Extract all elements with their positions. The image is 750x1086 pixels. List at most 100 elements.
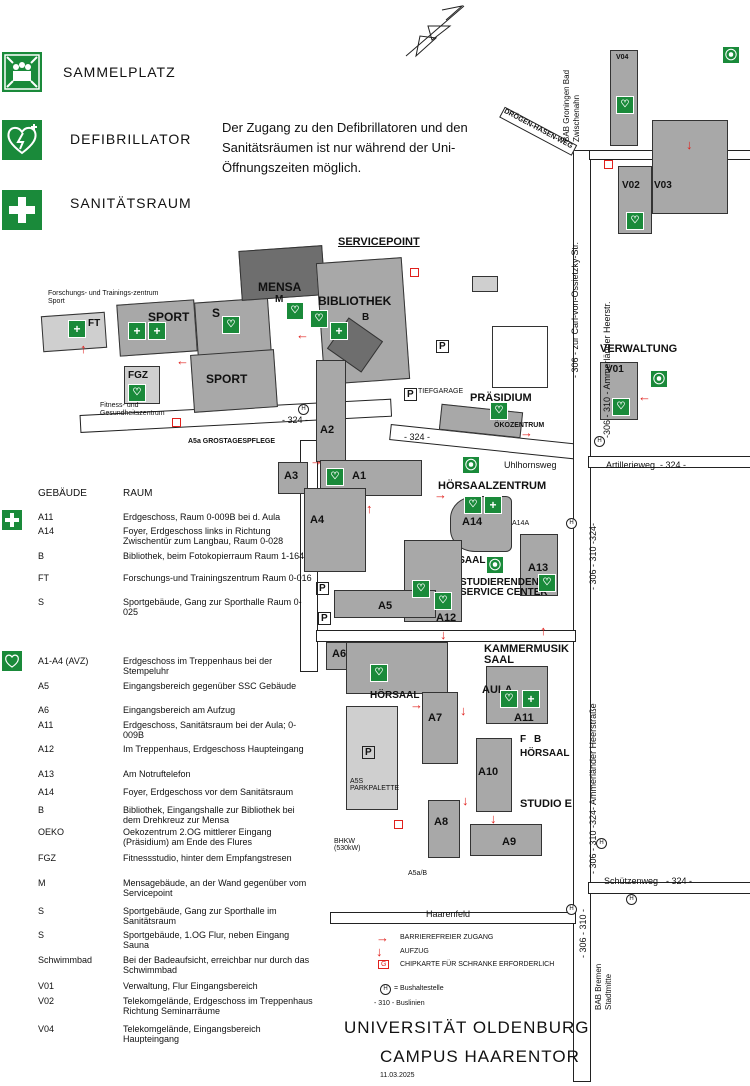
label-324-art: - 324 - [660,460,687,470]
title-date: 11.03.2025 [380,1072,415,1079]
label-a13: A13 [528,562,549,574]
label-kammermusik: KAMMERMUSIK SAAL [484,643,569,666]
defi-marker-v01[interactable]: ♡ [612,398,630,416]
barrierefrei-arrow-icon: → [310,453,323,468]
sanitaet-marker-sport-1[interactable]: + [128,322,146,340]
label-m: M [275,294,284,305]
label-a1: A1 [352,470,367,482]
label-ft: FT [88,318,101,329]
sammelplatz-marker-2[interactable]: ⦿ [650,370,668,388]
road-ammerlaender [573,150,591,1082]
chipkarte-marker-icon [394,820,403,829]
label-a12: A12 [436,612,457,624]
parking-icon-2: P [404,388,417,401]
defi-marker-oeko[interactable]: ♡ [490,402,508,420]
legend-chipkarte: CHIPKARTE FÜR SCHRANKE ERFORDERLICH [400,961,555,968]
chipkarte-marker-icon [604,160,613,169]
label-a5: A5 [378,600,393,612]
building-outline-1 [472,276,498,292]
legend-aufzug: AUFZUG [400,948,429,955]
label-324-west: - 324 - [282,415,309,425]
defi-marker-m[interactable]: ♡ [286,302,304,320]
building-a9 [470,824,542,856]
building-v03 [652,120,728,214]
defi-marker-fgz[interactable]: ♡ [128,384,146,402]
label-a8: A8 [434,816,449,828]
label-a14a: A14A [512,520,530,527]
label-praesidium: PRÄSIDIUM [470,392,532,404]
label-324-schuetz: - 324 - [666,876,693,886]
label-a6: A6 [332,648,347,660]
label-a5ab: A5a/B [408,870,428,877]
defi-marker-a1[interactable]: ♡ [326,468,344,486]
sammelplatz-marker-1[interactable]: ⦿ [722,46,740,64]
defi-marker-s[interactable]: ♡ [222,316,240,334]
barrierefrei-arrow-icon: ↓ [686,137,693,152]
barrierefrei-arrow-icon: ↓ [490,811,497,826]
label-oekozentrum: ÖKOZENTRUM [494,422,545,429]
building-a4 [304,488,366,572]
label-a10: A10 [478,766,499,778]
access-notice: Der Zugang zu den Defibrillatoren und de… [222,120,468,175]
label-s: S [212,306,221,320]
sanitaet-marker-b[interactable]: + [330,322,348,340]
sanitaet-marker-a14[interactable]: + [484,496,502,514]
sanitaet-marker-a11[interactable]: + [522,690,540,708]
label-uhlhornsweg: Uhlhornsweg [504,460,557,470]
legend-buslinien: - 310 - Buslinien [374,1000,425,1007]
col-header-building: GEBÄUDE [38,488,87,499]
parking-icon-5: P [362,746,375,759]
building-a6-long [346,642,448,694]
legend-sammelplatz: SAMMELPLATZ [63,64,176,80]
label-v02: V02 [622,180,640,191]
label-v04: V04 [616,54,629,61]
label-v03: V03 [654,180,672,191]
defi-marker-b[interactable]: ♡ [310,310,328,328]
label-a14: A14 [462,516,483,528]
defi-marker-a13[interactable]: ♡ [538,574,556,592]
defi-marker-a11[interactable]: ♡ [500,690,518,708]
barrierefrei-arrow-icon: ↓ [462,793,469,808]
barrierefrei-arrow-icon: → [410,697,423,712]
bus-legend-icon: H [380,984,391,995]
label-306-bottom: - 306 - 310 - [578,908,588,958]
defi-marker-v04[interactable]: ♡ [616,96,634,114]
parking-icon-3: P [316,582,329,595]
defi-marker-a12[interactable]: ♡ [434,592,452,610]
defibrillator-small-icon [2,651,22,671]
defibrillator-icon [2,120,42,160]
road-haarenfeld [330,912,576,924]
label-tiefgarage: TIEFGARAGE [418,388,464,395]
barrierefrei-arrow-icon: ← [176,353,189,368]
barrierefrei-arrow-icon: ↑ [540,623,547,638]
label-hoersaal-3: HÖRSAAL [520,748,570,759]
label-a3: A3 [284,470,299,482]
defi-marker-a14[interactable]: ♡ [464,496,482,514]
sammelplatz-marker-4[interactable]: ⦿ [486,556,504,574]
sanitaet-marker-sport-2[interactable]: + [148,322,166,340]
title-campus: CAMPUS HAARENTOR [380,1047,580,1066]
label-fitness: Fitness- und Gesundheitszentrum [100,402,165,417]
label-324-east: - 324 - [404,432,431,442]
label-parkpalette: A5S PARKPALETTE [350,778,400,792]
label-ossietzky: - 306 - zur Carl-von-Ossietzky-Str. [570,241,580,378]
legend-defibrillator: DEFIBRILLATOR [70,131,192,147]
label-studio-e: STUDIO E [520,798,572,810]
label-v01: V01 [606,364,624,375]
label-ssc: STUDIERENDEN SERVICE CENTER [460,577,548,598]
sanitaetsraum-icon [2,190,42,230]
parking-icon-1: P [436,340,449,353]
chipkarte-legend-icon: G [378,960,390,969]
sammelplatz-marker-3[interactable]: ⦿ [462,456,480,474]
defi-marker-a6[interactable]: ♡ [370,664,388,682]
sanitaet-marker-ft[interactable]: + [68,320,86,338]
label-mensa: MENSA [258,280,302,294]
label-bhkw: BHKW (530kW) [334,838,361,852]
label-a9: A9 [502,836,517,848]
defi-marker-v02[interactable]: ♡ [626,212,644,230]
legend-barrierefrei: BARRIEREFREIER ZUGANG [400,934,494,941]
defi-marker-a5[interactable]: ♡ [412,580,430,598]
label-306-top: - 306 - 310 -324- [588,522,598,590]
bus-stop-icon: H [298,404,309,415]
